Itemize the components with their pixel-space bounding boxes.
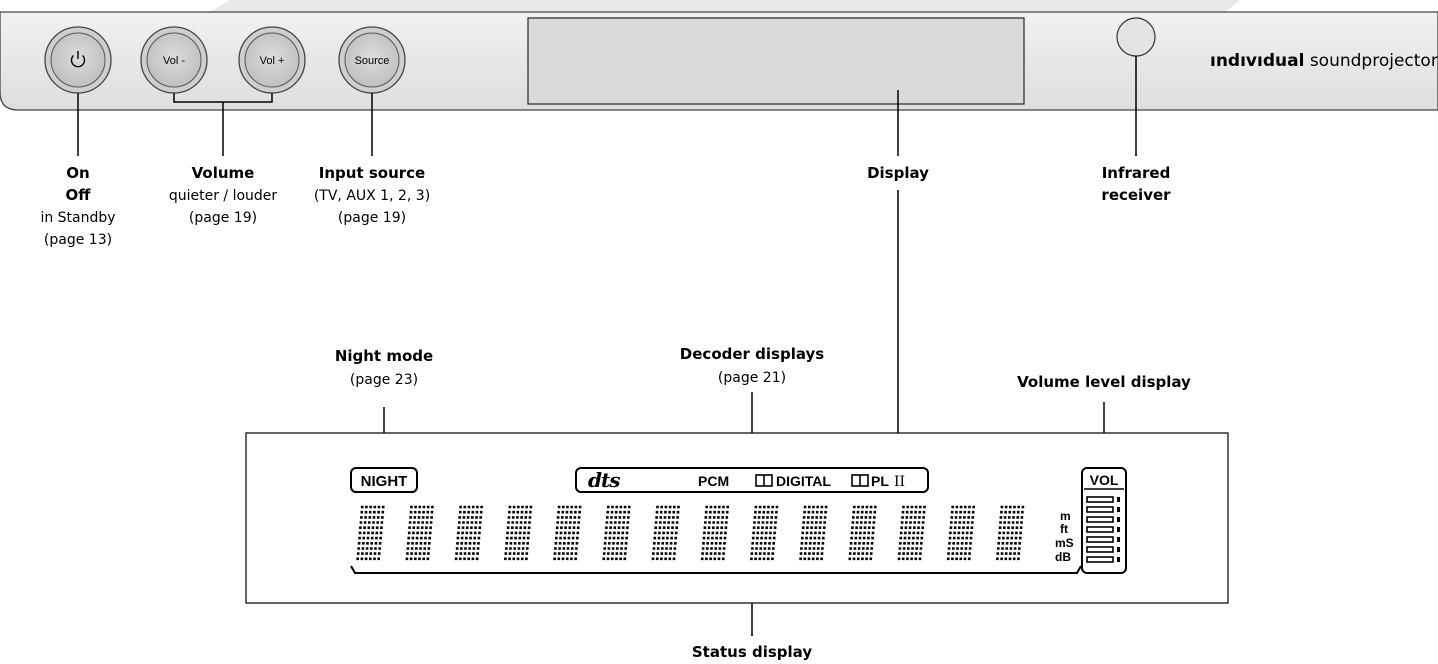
callout-status-title: Status display [692,643,812,661]
lcd-unit-ms: mS [1055,536,1074,550]
callout-input-desc: (TV, AUX 1, 2, 3) [314,188,430,204]
callout-night-page: (page 23) [350,372,418,388]
lcd-vol-bar-marker [1117,507,1120,512]
lcd-unit-ft: ft [1060,522,1068,536]
callout-volume-level-title: Volume level display [1017,373,1191,391]
source-button[interactable]: Source [338,26,406,94]
callout-input-page: (page 19) [338,210,406,226]
callout-volume-page: (page 19) [189,210,257,226]
volume-up-button[interactable]: Vol + [238,26,306,94]
panel-display-window [527,17,1025,105]
lcd-vol-bar-marker [1117,517,1120,522]
lcd-vol-bar [1086,506,1114,513]
lcd-volume-level: VOL [1081,467,1127,574]
status-bracket [350,565,1082,574]
callout-input-title: Input source [319,164,425,182]
lcd-vol-bar-marker [1117,557,1120,562]
volume-up-label: Vol + [260,55,285,67]
lcd-vol-bar [1086,556,1114,563]
lcd-vol-bar-marker [1117,547,1120,552]
lcd-vol-bar-marker [1117,527,1120,532]
lcd-night-text: NIGHT [361,473,408,490]
dolby-double-d-icon [755,474,773,487]
volume-down-label: Vol - [163,55,185,67]
lcd-night-indicator: NIGHT [350,467,418,493]
lcd-vol-text: VOL [1090,472,1119,488]
volume-down-button[interactable]: Vol - [140,26,208,94]
callout-ir-title-2: receiver [1101,186,1171,204]
lcd-unit-db: dB [1055,550,1071,564]
callout-off: Off [66,186,92,204]
lcd-vol-bar [1086,516,1114,523]
callout-power-page: (page 13) [44,232,112,248]
lcd-pl: PL [871,473,889,489]
callout-on: On [66,164,89,182]
lcd-dts-logo: dts [588,468,620,492]
lcd-pcm: PCM [698,473,729,489]
callout-decoder-title: Decoder displays [680,345,824,363]
lcd-vol-bars [1086,496,1120,563]
lcd-vol-bar-marker [1117,497,1120,502]
power-icon [70,51,86,68]
dolby-double-d-icon [851,474,869,487]
lcd-units: m ft mS dB [1055,509,1074,564]
lcd-pl-suffix: II [894,474,905,490]
infrared-receiver [1116,17,1156,57]
lcd-vol-bar [1086,546,1114,553]
callout-ir-title-1: Infrared [1102,164,1171,182]
lcd-vol-bar [1086,536,1114,543]
lcd-vol-bar [1086,526,1114,533]
callout-volume-desc: quieter / louder [169,188,278,204]
callout-night-title: Night mode [335,347,433,365]
source-label: Source [355,55,390,67]
lcd-vol-bar [1086,496,1114,503]
callout-decoder-page: (page 21) [718,370,786,386]
callout-display-title: Display [867,164,929,182]
lcd-unit-m: m [1060,509,1071,523]
lcd-digital: DIGITAL [776,473,831,489]
brand-logo: ındıvıdual soundprojector [1210,51,1438,71]
lcd-vol-bar-marker [1117,537,1120,542]
lcd-enlarged [245,432,1229,604]
lcd-decoder-indicators: dts PCM DIGITAL PL II [575,467,929,493]
callout-volume-title: Volume [192,164,255,182]
callout-standby: in Standby [40,210,115,226]
power-button[interactable] [44,26,112,94]
